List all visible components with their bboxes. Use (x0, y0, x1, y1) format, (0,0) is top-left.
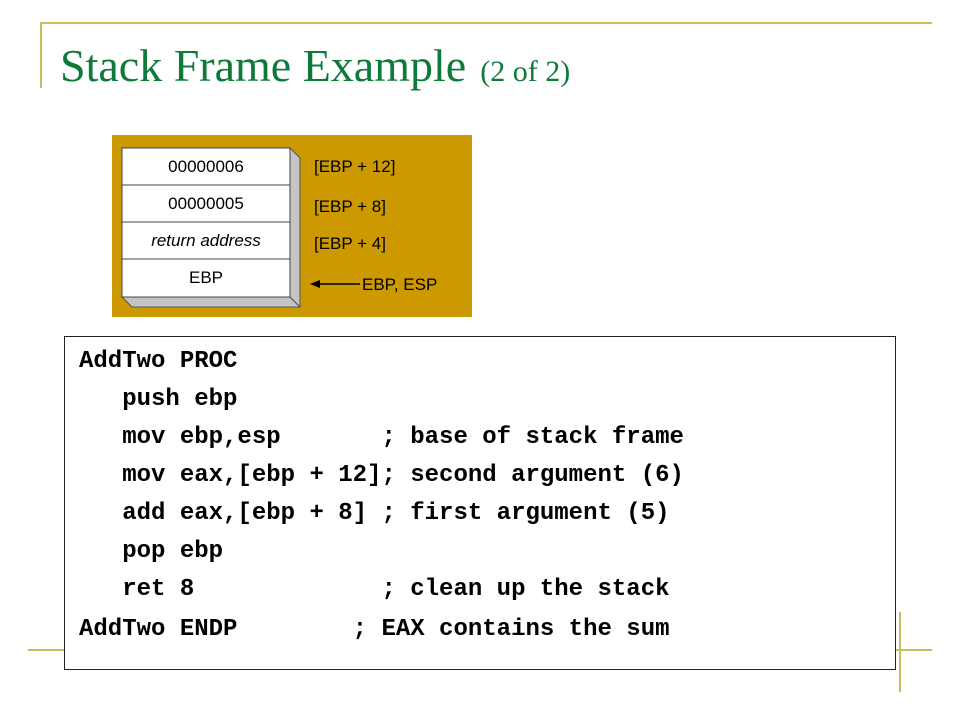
stack-right-face (289, 146, 301, 309)
offset-label: [EBP + 4] (314, 234, 386, 253)
slide-title-main: Stack Frame Example (60, 40, 467, 91)
code-line: mov ebp,esp ; base of stack frame (79, 424, 684, 451)
left-accent-rule (40, 22, 42, 88)
code-line: AddTwo PROC (79, 348, 238, 375)
offset-label: [EBP + 12] (314, 157, 395, 176)
stack-cell-text: return address (151, 231, 261, 250)
stack-cell-text: 00000005 (168, 194, 244, 213)
stack-cell-text: EBP (189, 268, 223, 287)
code-line: push ebp (79, 386, 238, 413)
code-line: AddTwo ENDP ; EAX contains the sum (79, 616, 670, 643)
code-line: ret 8 ; clean up the stack (79, 576, 670, 603)
top-accent-rule (40, 22, 932, 24)
offset-label: [EBP + 8] (314, 197, 386, 216)
slide-title: Stack Frame Example (2 of 2) (60, 36, 570, 102)
pointer-arrowhead-icon (310, 280, 320, 288)
code-line: add eax,[ebp + 8] ; first argument (5) (79, 500, 670, 527)
pointer-label: EBP, ESP (362, 275, 437, 294)
stack-cell-1 (121, 147, 291, 186)
stack-cell-3 (121, 221, 291, 260)
stack-bottom-face (120, 296, 302, 308)
right-accent-rule (899, 612, 901, 692)
stack-cell-2 (121, 184, 291, 223)
stack-cell-text: 00000006 (168, 157, 244, 176)
stack-cell-4 (121, 258, 291, 298)
code-line: pop ebp (79, 538, 224, 565)
code-line: mov eax,[ebp + 12]; second argument (6) (79, 462, 684, 489)
slide-title-sub: (2 of 2) (480, 55, 571, 88)
code-listing: AddTwo PROC push ebp mov ebp,esp ; base … (64, 336, 896, 670)
